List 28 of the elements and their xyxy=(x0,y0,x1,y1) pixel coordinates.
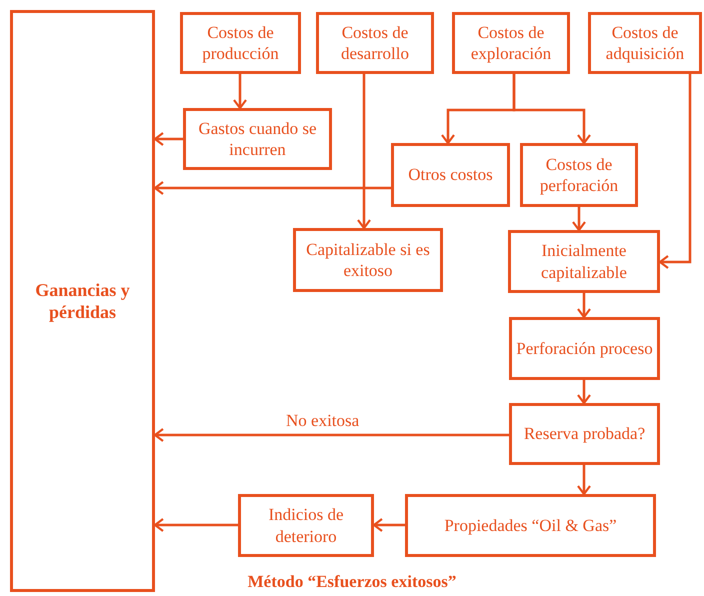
arrow xyxy=(154,428,509,442)
arrow xyxy=(572,207,586,232)
process-box: Costos de desarrollo xyxy=(316,12,434,74)
process-box: Ganancias y pérdidas xyxy=(10,10,155,592)
process-box: Capitalizable si es exitoso xyxy=(293,228,443,292)
arrow xyxy=(576,380,592,404)
process-box: Inicialmente capitalizable xyxy=(508,230,660,293)
caption: Método “Esfuerzos exitosos” xyxy=(248,572,456,591)
process-box: Costos de perforación xyxy=(520,143,638,207)
process-box: Perforación proceso xyxy=(509,317,660,380)
process-box: Otros costos xyxy=(391,143,510,207)
process-box: Costos de producción xyxy=(180,12,301,74)
arrow xyxy=(356,74,372,230)
process-box: Indicios de deterioro xyxy=(238,494,374,557)
arrow xyxy=(576,465,592,496)
arrow xyxy=(512,74,592,144)
arrow xyxy=(372,518,405,532)
process-box: Reserva probada? xyxy=(509,403,660,465)
arrow xyxy=(154,132,183,146)
arrow xyxy=(576,293,592,318)
arrow xyxy=(658,74,692,270)
arrow xyxy=(232,74,248,110)
process-box: Costos de adquisición xyxy=(588,12,702,74)
process-box: Gastos cuando se incurren xyxy=(183,108,332,170)
arrow xyxy=(154,518,238,532)
process-box: Propiedades “Oil & Gas” xyxy=(405,494,656,557)
process-box: Costos de exploración xyxy=(452,12,570,74)
arrow xyxy=(154,180,391,196)
